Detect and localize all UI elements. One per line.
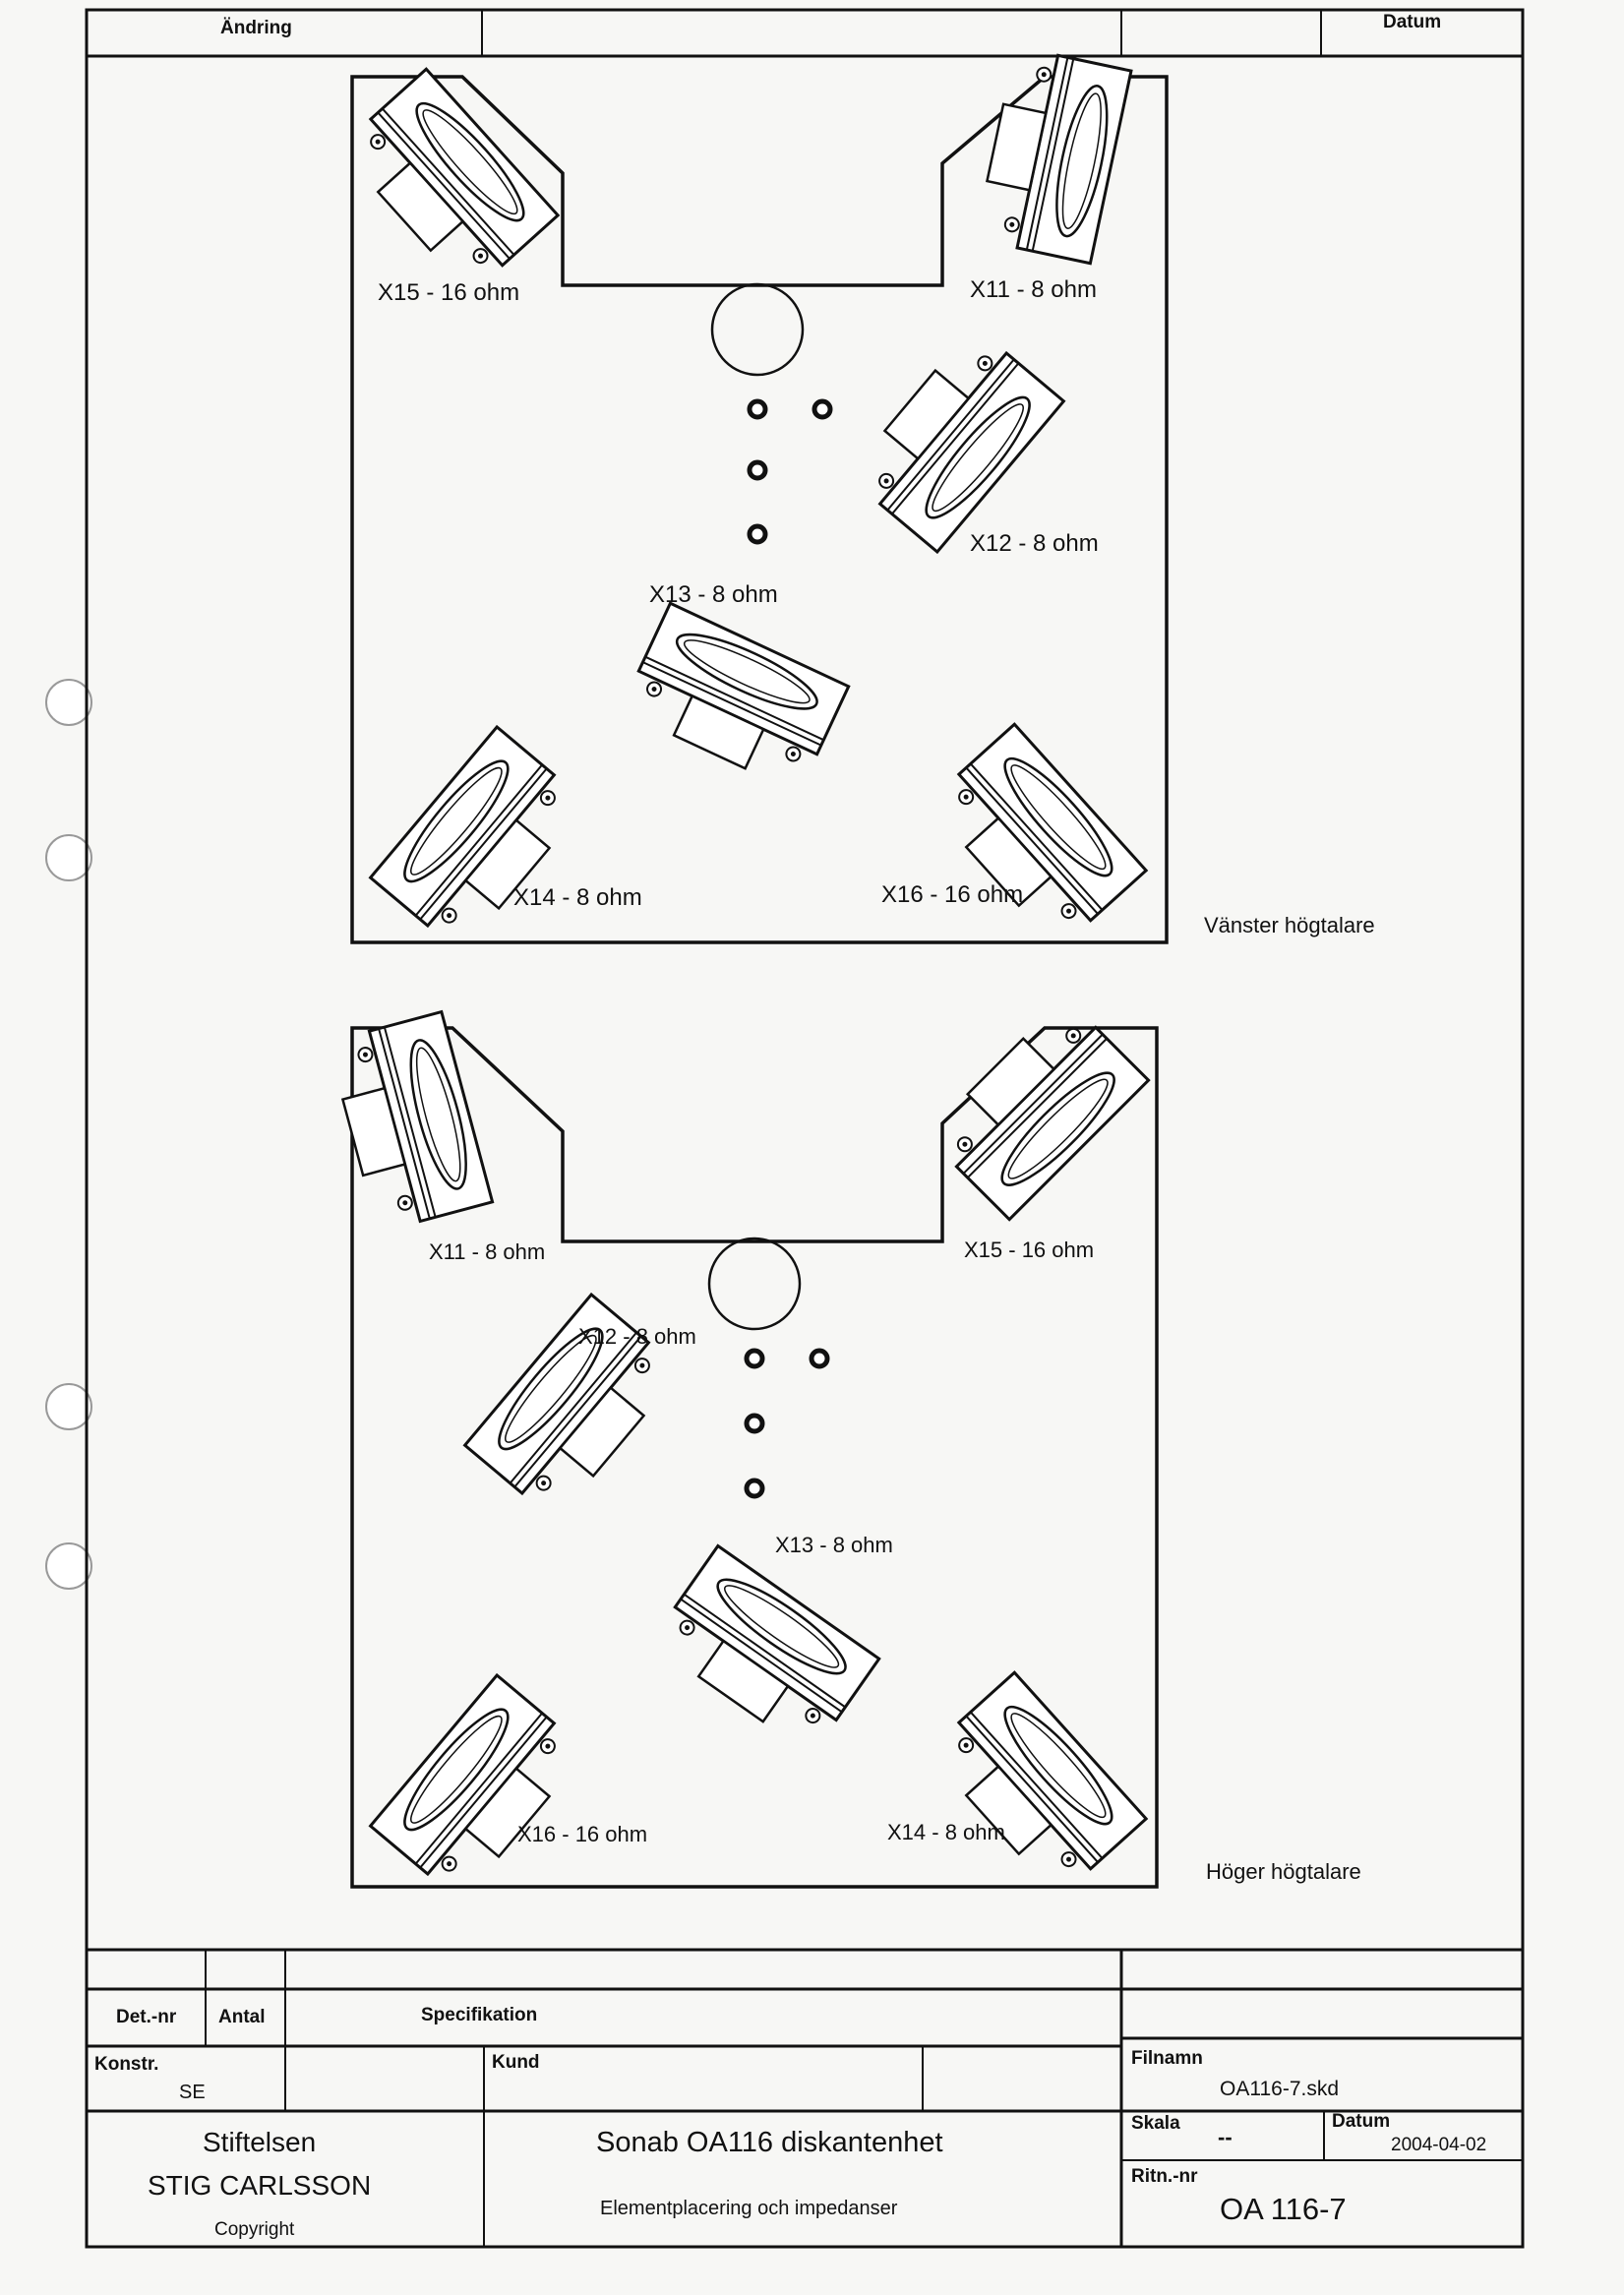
det-nr-label: Det.-nr [116,2007,177,2027]
binder-hole [45,1383,92,1430]
date-header: Datum [1383,12,1442,32]
datum-value: 2004-04-02 [1391,2135,1487,2155]
drawing-subtitle: Elementplacering och impedanser [600,2198,898,2219]
binder-hole [45,1542,92,1590]
skala-value: -- [1218,2125,1233,2149]
ritn-nr-value: OA 116-7 [1220,2192,1347,2226]
speaker-label-x16: X16 - 16 ohm [517,1822,648,1846]
skala-label: Skala [1131,2113,1180,2134]
org-line-2: STIG CARLSSON [148,2170,372,2201]
binder-hole [45,834,92,881]
filnamn-label: Filnamn [1131,2048,1203,2069]
copyright-text: Copyright [214,2219,295,2240]
speaker-label-x16: X16 - 16 ohm [881,881,1024,908]
panel-caption-left: Vänster högtalare [1204,913,1375,937]
drawing-title: Sonab OA116 diskantenhet [596,2127,943,2158]
org-line-1: Stiftelsen [203,2127,317,2157]
speaker-label-x12: X12 - 8 ohm [578,1324,696,1349]
speaker-label-x15: X15 - 16 ohm [378,279,520,306]
specification-label: Specifikation [421,2005,538,2025]
datum-label: Datum [1332,2111,1391,2132]
filnamn-value: OA116-7.skd [1220,2078,1340,2100]
panel-caption-right: Höger högtalare [1206,1859,1361,1884]
konstr-label: Konstr. [94,2054,159,2075]
speaker-label-x15: X15 - 16 ohm [964,1238,1095,1262]
kund-label: Kund [492,2052,540,2073]
ritn-nr-label: Ritn.-nr [1131,2166,1198,2187]
speaker-label-x11: X11 - 8 ohm [429,1239,546,1264]
change-header: Ändring [220,18,292,38]
antal-label: Antal [218,2007,266,2027]
speaker-label-x13: X13 - 8 ohm [649,581,778,608]
speaker-label-x14: X14 - 8 ohm [887,1820,1005,1844]
speaker-label-x13: X13 - 8 ohm [775,1533,893,1557]
speaker-label-x11: X11 - 8 ohm [970,276,1097,303]
speaker-label-x12: X12 - 8 ohm [970,530,1099,557]
speaker-label-x14: X14 - 8 ohm [513,884,642,911]
konstr-value: SE [179,2082,206,2103]
binder-hole [45,679,92,726]
